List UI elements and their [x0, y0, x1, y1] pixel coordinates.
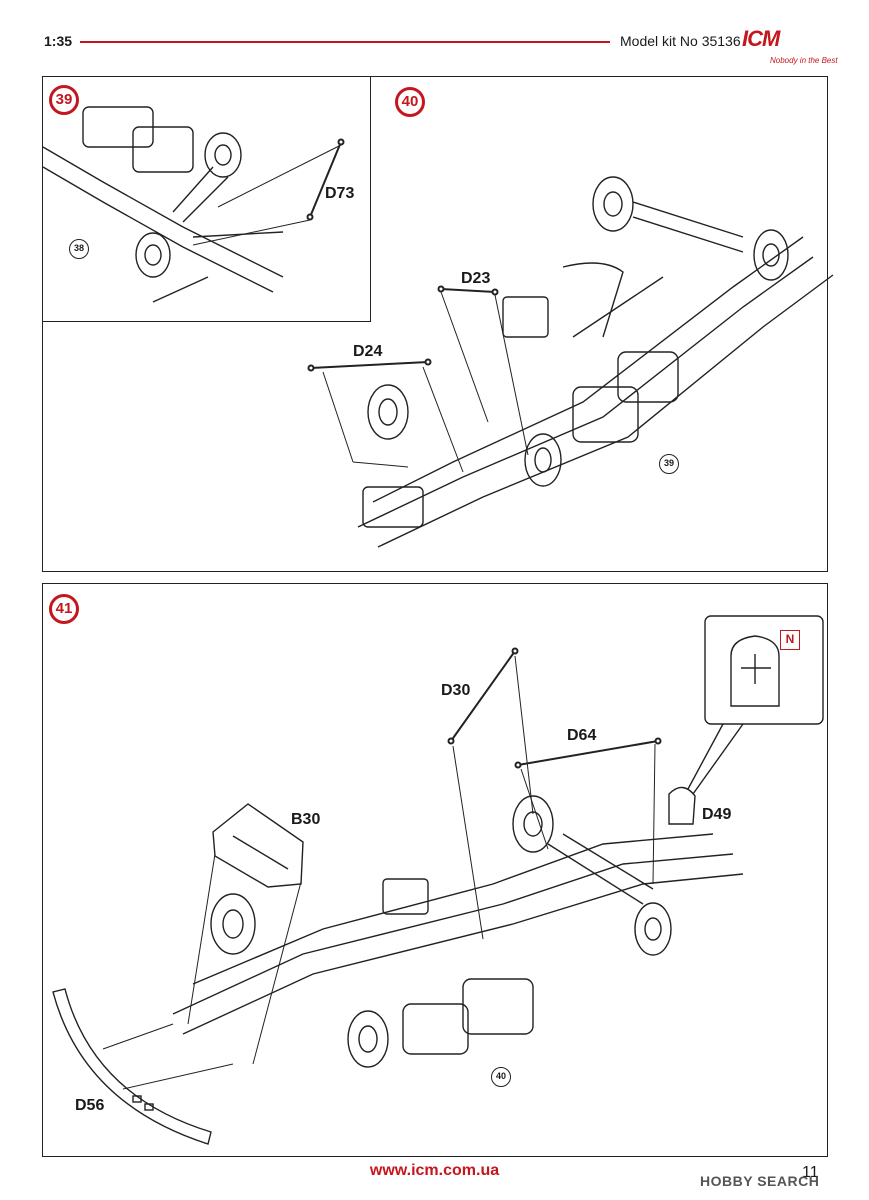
part-label-d49: D49 [702, 806, 732, 823]
part-label-d30: D30 [441, 682, 471, 699]
logo-text: ICM [742, 26, 780, 51]
icm-logo: ICM Nobody in the Best [742, 26, 838, 70]
page-header: 1:35 Model kit No 35136 ICM Nobody in th… [0, 0, 869, 75]
step-39-panel: 39 D73 38 [42, 76, 371, 322]
step-number-40: 40 [395, 87, 425, 117]
part-label-d64: D64 [567, 727, 597, 744]
footer-url: www.icm.com.ua [369, 1162, 500, 1179]
ref-step-40: 40 [491, 1067, 511, 1087]
part-label-d24: D24 [353, 343, 383, 360]
ref-step-39: 39 [659, 454, 679, 474]
ref-step-38: 38 [69, 239, 89, 259]
step-number-41: 41 [49, 594, 79, 624]
chassis-illustration-39 [42, 106, 345, 303]
part-label-d73: D73 [325, 185, 355, 202]
page-number: 11 [802, 1164, 819, 1181]
watermark: HOBBY SEARCH [700, 1173, 820, 1189]
chassis-illustration-41 [52, 615, 824, 1145]
header-rule [80, 41, 610, 43]
part-label-b30: B30 [291, 811, 321, 828]
part-label-d56: D56 [75, 1097, 105, 1114]
chassis-illustration-40 [307, 176, 834, 548]
kit-number: Model kit No 35136 [620, 33, 741, 49]
part-label-d23: D23 [461, 270, 491, 287]
logo-tagline: Nobody in the Best [770, 56, 838, 65]
step-number-39: 39 [49, 85, 79, 115]
detail-label-n: N [780, 630, 800, 650]
scale-label: 1:35 [44, 33, 73, 49]
step-41-panel: 41 D30 D64 B30 D49 D56 40 N [42, 583, 828, 1157]
